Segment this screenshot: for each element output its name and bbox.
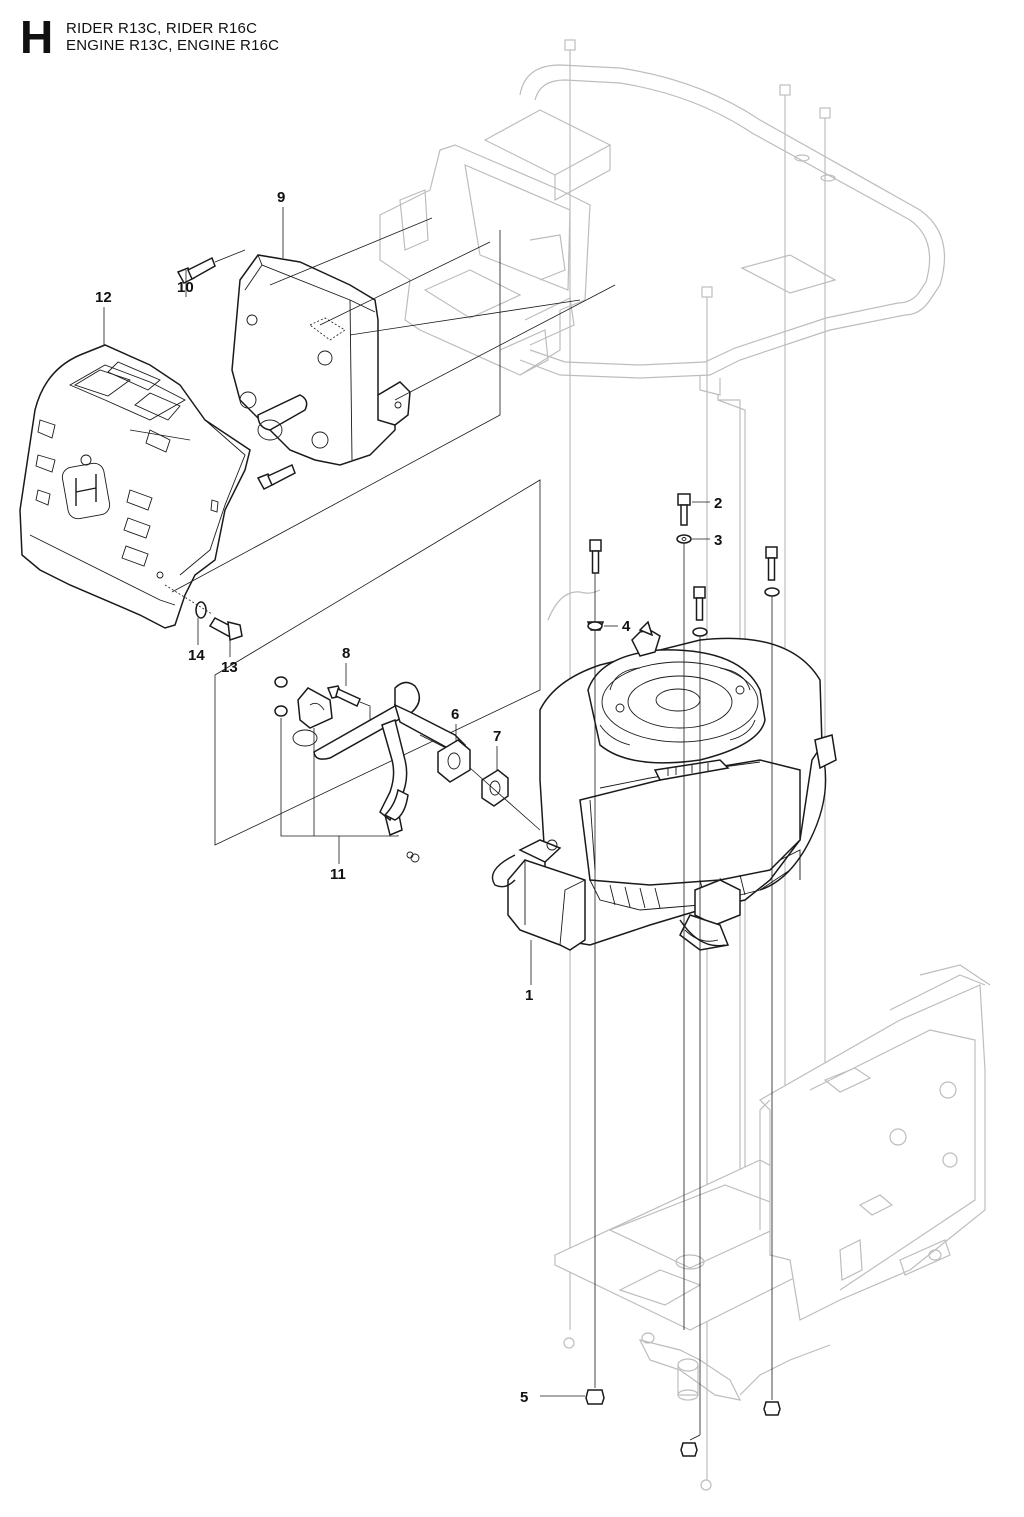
part-1-engine — [406, 620, 837, 951]
part-9-muffler — [231, 254, 411, 466]
part-3-washer — [676, 534, 710, 1330]
part-14-washer — [195, 601, 207, 619]
callout-9: 9 — [277, 189, 285, 206]
handle-frame-ghost — [519, 39, 946, 396]
part-10-bolt-lower — [256, 463, 296, 490]
frame-top-bolts — [564, 39, 836, 340]
title-line-1: RIDER R13C, RIDER R16C — [66, 20, 258, 37]
callout-4: 4 — [622, 618, 631, 635]
part-8-screw — [326, 685, 371, 730]
part-7-gasket — [469, 767, 541, 831]
callout-6: 6 — [451, 706, 459, 723]
part-12-heat-shield — [19, 344, 251, 629]
title-line-2: ENGINE R13C, ENGINE R16C — [66, 37, 280, 54]
husqvarna-logo-icon — [61, 454, 111, 520]
wire-harness — [547, 589, 601, 621]
callout-5: 5 — [520, 1389, 528, 1406]
part-6-flange — [437, 739, 471, 783]
diagram-title: RIDER R13C, RIDER R16C ENGINE R13C, ENGI… — [66, 20, 279, 54]
part-4-lock-nut — [587, 621, 603, 631]
callout-2: 2 — [714, 495, 722, 512]
part-2-bolt — [677, 493, 710, 526]
callout-7: 7 — [493, 728, 501, 745]
callout-12: 12 — [95, 289, 112, 306]
right-bolt-column-b — [763, 546, 781, 1416]
ghost-context — [379, 39, 991, 1491]
part-5-nut — [540, 1389, 605, 1405]
muffler-bracket-ghost — [379, 109, 612, 376]
callout-1: 1 — [525, 987, 533, 1004]
callout-14: 14 — [188, 647, 205, 664]
callout-11: 11 — [330, 866, 346, 883]
exhaust-pipe — [292, 681, 467, 822]
chassis-ghost — [554, 964, 991, 1401]
section-letter: H — [20, 11, 54, 63]
callout-3: 3 — [714, 532, 722, 549]
callout-13: 13 — [221, 659, 238, 676]
part-13-screw — [164, 584, 243, 642]
callout-10: 10 — [177, 279, 194, 296]
assembly-boundary-lines — [129, 217, 616, 846]
callout-8: 8 — [342, 645, 350, 662]
right-bolt-column-a — [680, 586, 708, 1457]
callout-labels: 1 2 3 4 5 6 7 8 9 10 11 12 13 14 — [95, 189, 722, 1406]
